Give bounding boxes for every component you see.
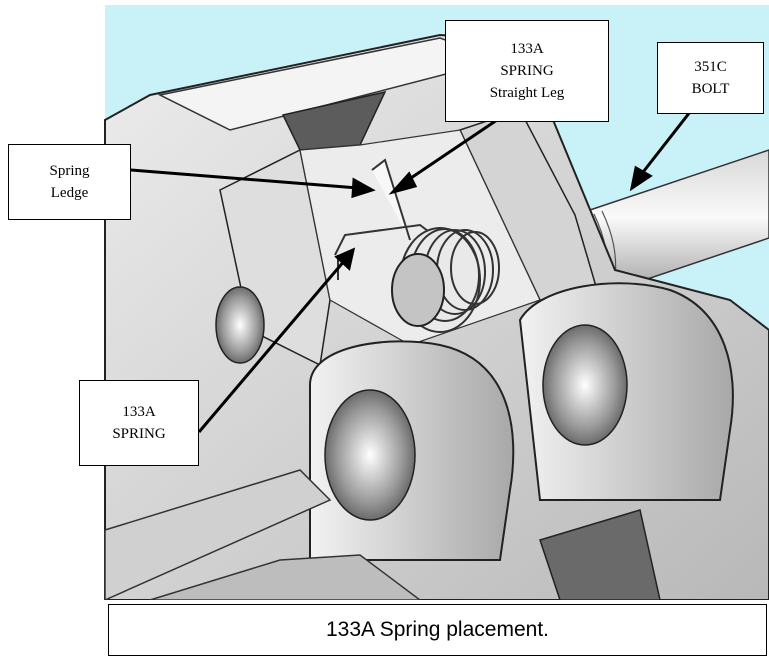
callout-bolt: 351C BOLT	[657, 42, 764, 114]
callout-spring-line1: 133A	[122, 404, 156, 420]
callout-straight-leg-line1: 133A	[510, 41, 544, 57]
leader-arrows	[130, 111, 692, 433]
arrowhead-straight-leg	[388, 171, 418, 195]
callout-spring-ledge: Spring Ledge	[8, 144, 131, 220]
arrow-straight-leg	[404, 116, 501, 184]
callout-bolt-line1: 351C	[694, 59, 727, 75]
callout-ledge-line1: Spring	[49, 163, 90, 179]
arrow-spring-ledge	[130, 168, 359, 190]
spring	[334, 158, 500, 333]
arrowhead-bolt	[629, 165, 653, 192]
arrow-bolt	[638, 111, 692, 177]
callout-spring-line2: SPRING	[112, 426, 166, 442]
callout-straight-leg-line2: SPRING	[500, 63, 554, 79]
arrowhead-spring	[334, 247, 356, 271]
lower-structure	[104, 469, 661, 600]
callout-ledge-line2: Ledge	[50, 185, 89, 201]
figure-caption: 133A Spring placement.	[108, 604, 767, 656]
callout-bolt-line2: BOLT	[691, 81, 730, 97]
right-bushing	[518, 282, 734, 501]
callout-spring-straight-leg: 133A SPRING Straight Leg	[445, 20, 609, 122]
left-bushing	[309, 340, 515, 561]
spring-assembly-illustration	[104, 5, 769, 600]
arrow-spring	[197, 259, 347, 433]
callout-spring: 133A SPRING	[79, 380, 199, 466]
arrowhead-spring-ledge	[351, 177, 376, 199]
callout-straight-leg-line3: Straight Leg	[489, 85, 565, 101]
